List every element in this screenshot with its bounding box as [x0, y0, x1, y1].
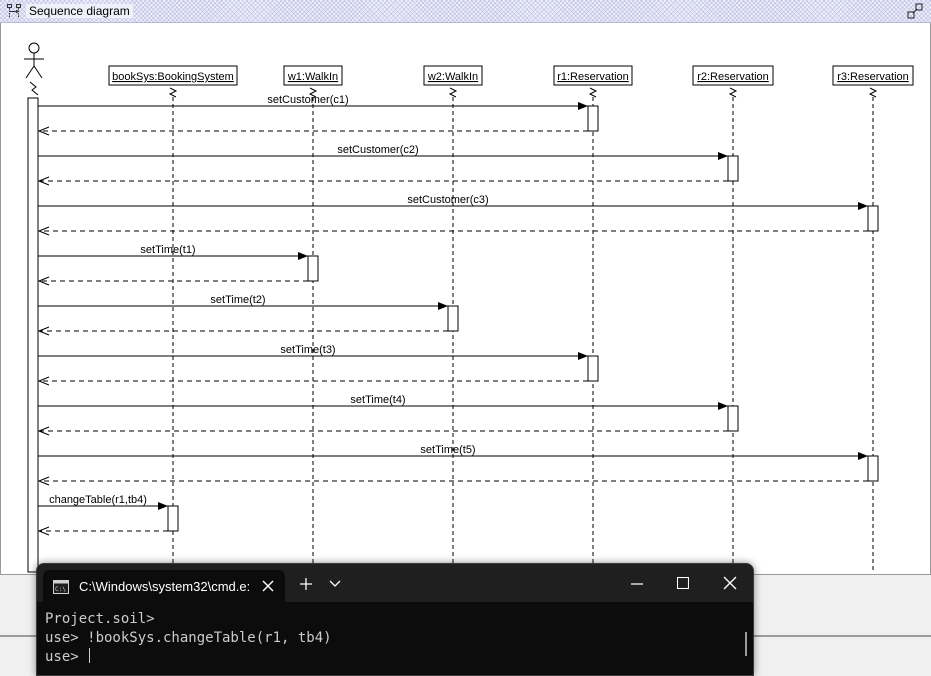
scrollbar[interactable] — [745, 632, 747, 656]
minimize-icon[interactable] — [631, 578, 643, 590]
arrow-head — [438, 302, 448, 310]
message-label: setTime(t4) — [350, 394, 405, 406]
message: setTime(t5) — [37, 444, 879, 486]
sequence-diagram-icon — [7, 4, 21, 17]
message: changeTable(r1,tb4) — [37, 494, 179, 536]
actor-activation-bar — [27, 97, 39, 573]
arrow-head — [158, 502, 168, 510]
diagram-canvas[interactable]: bookSys:BookingSystem w1:WalkIn w2:WalkIn r… — [0, 23, 931, 575]
lifeline-label: bookSys:BookingSystem — [112, 71, 234, 83]
lifeline-label: r2:Reservation — [697, 71, 769, 83]
return-arrow-head — [37, 126, 50, 136]
return-arrow-head — [37, 276, 50, 286]
lifeline-box — [692, 65, 774, 86]
arrow-head — [858, 202, 868, 210]
chevron-down-icon[interactable] — [329, 579, 341, 589]
return-arrow-head — [37, 426, 50, 436]
activation-bar — [587, 355, 599, 382]
close-icon[interactable] — [259, 577, 277, 595]
arrow-head — [858, 452, 868, 460]
arrow-head — [578, 102, 588, 110]
terminal-prompt-line[interactable]: use> — [45, 648, 735, 667]
message: setTime(t1) — [37, 244, 319, 286]
lifeline-box — [423, 65, 483, 86]
terminal-output[interactable]: Project.soil> use> !bookSys.changeTable(… — [45, 610, 735, 667]
message: setCustomer(c2) — [37, 144, 739, 186]
activation-bar — [307, 255, 319, 282]
lifeline: r1:Reservation — [553, 65, 633, 572]
lifeline: bookSys:BookingSystem — [108, 65, 238, 572]
message: setTime(t4) — [37, 394, 739, 436]
terminal-window[interactable]: C:\ C:\Windows\system32\cmd.e: Project.s… — [36, 563, 754, 676]
return-arrow-head — [37, 226, 50, 236]
lifeline-box — [832, 65, 914, 86]
arrow-head — [578, 352, 588, 360]
arrow-head — [718, 152, 728, 160]
close-window-icon[interactable] — [723, 576, 737, 590]
lifeline-box — [553, 65, 633, 86]
activation-bar — [727, 155, 739, 182]
diagram-title-bar: Sequence diagram — [0, 0, 931, 23]
return-arrow-head — [37, 326, 50, 336]
cmd-icon: C:\ — [53, 580, 69, 594]
lifeline-label: r3:Reservation — [837, 71, 909, 83]
lifeline-label: r1:Reservation — [557, 71, 629, 83]
arrow-head — [718, 402, 728, 410]
lifeline-label: w1:WalkIn — [287, 71, 338, 83]
arrow-head — [298, 252, 308, 260]
message-label: setCustomer(c1) — [267, 94, 348, 106]
return-arrow-head — [37, 176, 50, 186]
window-title: Sequence diagram — [26, 4, 133, 18]
terminal-tab[interactable]: C:\ C:\Windows\system32\cmd.e: — [43, 570, 285, 602]
plus-icon[interactable] — [299, 577, 313, 591]
return-arrow-head — [37, 376, 50, 386]
return-arrow-head — [37, 476, 50, 486]
message: setCustomer(c1) — [37, 94, 599, 136]
message: setTime(t3) — [37, 344, 599, 386]
message-label: setTime(t1) — [140, 244, 195, 256]
maximize-icon[interactable] — [907, 3, 923, 19]
lifeline: r2:Reservation — [692, 65, 774, 572]
message-label: setCustomer(c3) — [407, 194, 488, 206]
return-arrow-head — [37, 526, 50, 536]
lifeline: w1:WalkIn — [283, 65, 343, 572]
terminal-prompt: use> — [45, 649, 88, 665]
lifeline-label: w2:WalkIn — [427, 71, 478, 83]
message: setCustomer(c3) — [37, 194, 879, 236]
message-label: setTime(t3) — [280, 344, 335, 356]
terminal-title-bar[interactable]: C:\ C:\Windows\system32\cmd.e: — [37, 564, 753, 602]
activation-bar — [447, 305, 459, 332]
lifeline: w2:WalkIn — [423, 65, 483, 572]
message: setTime(t2) — [37, 294, 459, 336]
lifeline-box — [108, 65, 238, 86]
maximize-window-icon[interactable] — [677, 577, 689, 589]
message-label: setCustomer(c2) — [337, 144, 418, 156]
actor-icon — [24, 42, 44, 96]
terminal-line: use> !bookSys.changeTable(r1, tb4) — [45, 630, 332, 646]
lifeline: r3:Reservation — [832, 65, 914, 572]
message-label: setTime(t5) — [420, 444, 475, 456]
lifeline-box — [283, 65, 343, 86]
tab-title: C:\Windows\system32\cmd.e: — [79, 579, 249, 594]
activation-bar — [167, 505, 179, 532]
sequence-diagram: bookSys:BookingSystem w1:WalkIn w2:WalkIn r… — [24, 42, 914, 573]
activation-bar — [587, 105, 599, 132]
terminal-line: Project.soil> — [45, 611, 155, 627]
activation-bar — [867, 455, 879, 482]
activation-bar — [867, 205, 879, 232]
text-cursor — [89, 648, 91, 663]
activation-bar — [727, 405, 739, 432]
svg-text:C:\: C:\ — [55, 586, 66, 593]
message-label: setTime(t2) — [210, 294, 265, 306]
message-label: changeTable(r1,tb4) — [49, 494, 147, 506]
